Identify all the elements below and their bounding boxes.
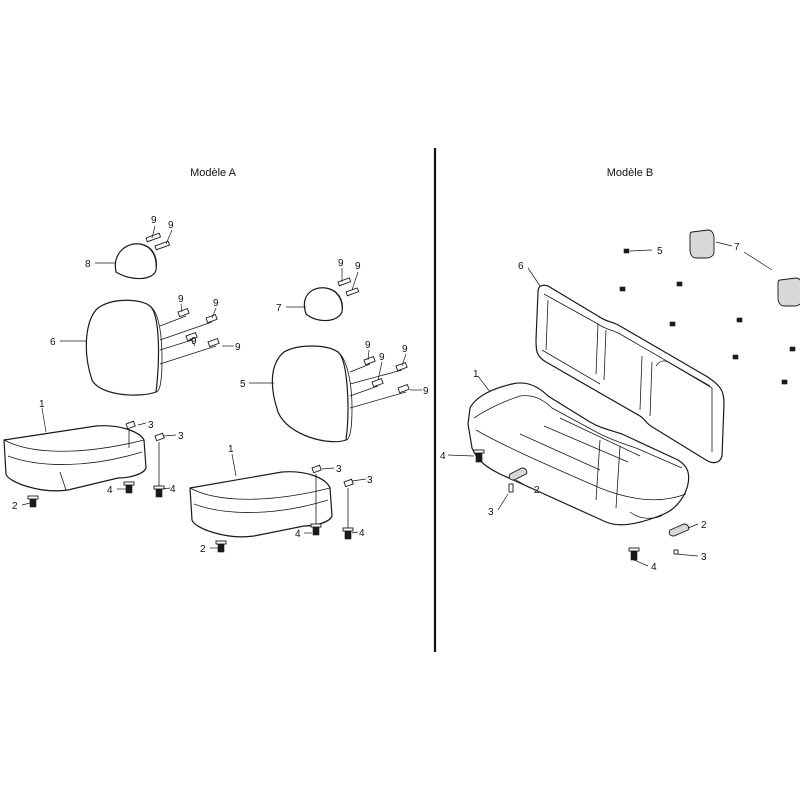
model-a-title: Modèle A — [190, 167, 237, 179]
bench-seat — [467, 382, 690, 526]
headrest-left — [114, 243, 157, 280]
backrest-left-bolts — [159, 308, 220, 365]
callout-9-s-l3: 9 — [178, 294, 184, 305]
callout-4-bolt-right: 4 — [651, 562, 657, 573]
callout-6-backrest-left: 6 — [50, 337, 56, 348]
callout-7-headrests: 7 — [734, 242, 740, 253]
callout-2-pin-left: 2 — [12, 501, 18, 512]
callout-3-clip-r2: 3 — [367, 475, 373, 486]
callout-2-pad-left: 2 — [534, 485, 540, 496]
clips-b — [508, 483, 679, 555]
backrest-left — [85, 299, 163, 396]
seat-left-hardware — [27, 420, 165, 508]
callout-3-clip-left: 3 — [488, 507, 494, 518]
callout-4-bolt-r1: 4 — [295, 529, 301, 540]
callout-9-s-l5: 9 — [213, 298, 219, 309]
callout-9-s-r6: 9 — [423, 386, 429, 397]
model-a-group: 8 6 1 2 3 3 4 4 9 9 9 9 9 9 7 5 1 2 3 3 … — [3, 215, 429, 555]
callout-4-bolt-left: 4 — [440, 451, 446, 462]
callout-9-s-r5: 9 — [402, 344, 408, 355]
callout-4-bolt-r2: 4 — [359, 528, 365, 539]
callout-1-bench-seat: 1 — [473, 369, 479, 380]
seat-cushion-left — [3, 425, 147, 492]
bench-backrest — [535, 284, 725, 464]
callout-9-s-l6: 9 — [235, 342, 241, 353]
callout-4-bolt-l2: 4 — [170, 484, 176, 495]
pads-b — [508, 467, 690, 537]
callout-3-clip-right: 3 — [701, 552, 707, 563]
callout-3-clip-r1: 3 — [336, 464, 342, 475]
callout-9-s-l4: 9 — [191, 336, 197, 347]
callout-5-screw: 5 — [657, 246, 663, 257]
callout-9-s-l1: 9 — [151, 215, 157, 226]
callout-1-seat-right: 1 — [228, 444, 234, 455]
callout-8-headrest-left: 8 — [85, 259, 91, 270]
callout-7-headrest-right: 7 — [276, 303, 282, 314]
headrest-b-right — [777, 277, 800, 307]
callout-9-s-r2: 9 — [355, 261, 361, 272]
callout-3-clip-l2: 3 — [178, 431, 184, 442]
callout-2-pin-right: 2 — [200, 544, 206, 555]
callout-6-bench-back: 6 — [518, 261, 524, 272]
callout-9-s-r3: 9 — [365, 340, 371, 351]
model-b-title: Modèle B — [607, 167, 653, 179]
callout-9-s-r4: 9 — [379, 352, 385, 363]
backrest-right-bolts — [349, 356, 410, 409]
callout-4-bolt-l1: 4 — [107, 485, 113, 496]
model-b-group: 5 7 6 1 4 2 3 2 3 4 — [440, 229, 800, 573]
seat-right-hardware — [215, 464, 354, 553]
headrest-right — [303, 277, 360, 322]
callout-3-clip-l1: 3 — [148, 420, 154, 431]
callout-5-backrest-right: 5 — [240, 379, 246, 390]
headrest-left-stems — [145, 232, 171, 251]
model-a-leaders — [21, 225, 422, 549]
callout-1-seat-left: 1 — [39, 399, 45, 410]
headrest-b-left — [689, 229, 715, 259]
backrest-right — [271, 345, 353, 443]
model-b-leaders — [447, 241, 773, 567]
callout-2-pad-right: 2 — [701, 520, 707, 531]
screws-b — [619, 248, 796, 385]
callout-9-s-r1: 9 — [338, 258, 344, 269]
callout-9-s-l2: 9 — [168, 220, 174, 231]
